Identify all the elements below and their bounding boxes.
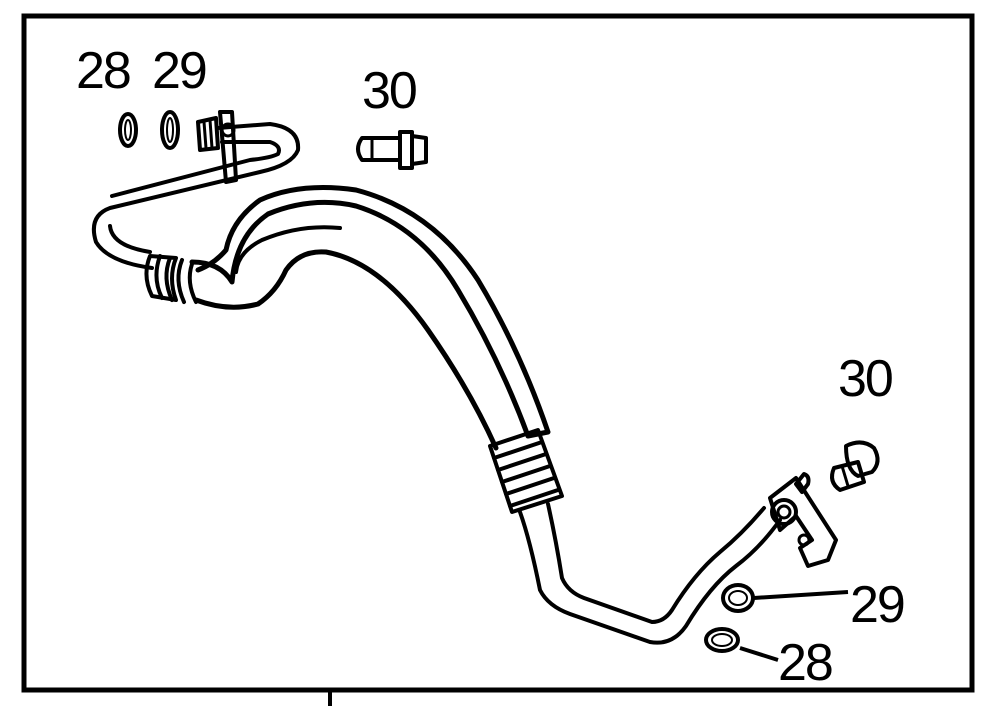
rubber-hose (189, 185, 551, 451)
callout-28-top-left: 28 (76, 42, 130, 100)
bolt-icon (356, 130, 428, 170)
callout-29-top-left: 29 (152, 42, 206, 100)
callout-28-right: 28 (778, 634, 832, 692)
lower-metal-tube (518, 510, 782, 645)
seal-ring-icon (721, 583, 755, 613)
callout-30-right: 30 (838, 350, 892, 408)
callout-30-top-center: 30 (362, 62, 416, 120)
refrigerant-hose-assembly (91, 122, 782, 645)
bolt-icon (830, 440, 880, 492)
upper-flange-bracket (196, 110, 238, 184)
diagram-frame (21, 13, 975, 693)
lower-crimp-fitting (488, 428, 564, 514)
leader-line-29 (753, 590, 849, 600)
leader-line-28 (739, 646, 779, 662)
lower-flange-bracket (768, 472, 838, 568)
o-ring-icon (704, 627, 740, 653)
seal-ring-icon (160, 110, 180, 150)
upper-metal-tube (91, 122, 301, 270)
o-ring-icon (118, 112, 138, 148)
callout-29-right: 29 (850, 576, 904, 634)
